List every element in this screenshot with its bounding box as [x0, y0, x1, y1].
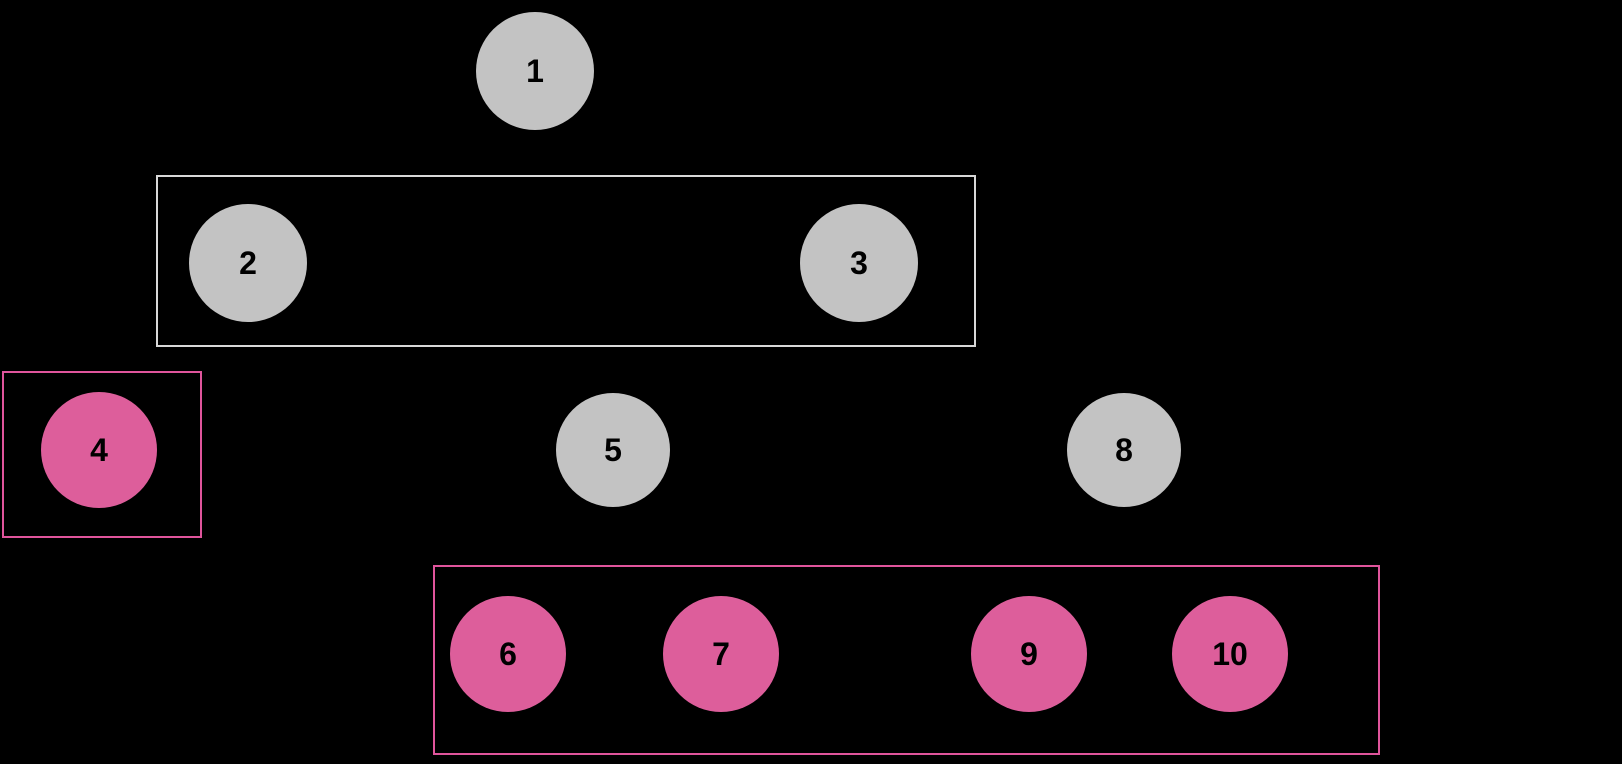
- node-2[interactable]: 2: [189, 204, 307, 322]
- node-label-3: 3: [850, 245, 868, 281]
- node-label-6: 6: [499, 636, 517, 672]
- node-10[interactable]: 10: [1172, 596, 1288, 712]
- group-gray-upper[interactable]: [156, 175, 976, 347]
- node-label-9: 9: [1020, 636, 1038, 672]
- group-pink-lower[interactable]: [433, 565, 1380, 755]
- node-7[interactable]: 7: [663, 596, 779, 712]
- node-label-2: 2: [239, 245, 257, 281]
- node-label-1: 1: [526, 53, 544, 89]
- node-1[interactable]: 1: [476, 12, 594, 130]
- node-4[interactable]: 4: [41, 392, 157, 508]
- node-5[interactable]: 5: [556, 393, 670, 507]
- node-label-5: 5: [604, 432, 622, 468]
- node-label-8: 8: [1115, 432, 1133, 468]
- node-6[interactable]: 6: [450, 596, 566, 712]
- node-9[interactable]: 9: [971, 596, 1087, 712]
- node-label-7: 7: [712, 636, 730, 672]
- node-label-4: 4: [90, 432, 108, 468]
- node-3[interactable]: 3: [800, 204, 918, 322]
- node-label-10: 10: [1212, 636, 1248, 672]
- group-pink-left[interactable]: [2, 371, 202, 538]
- node-8[interactable]: 8: [1067, 393, 1181, 507]
